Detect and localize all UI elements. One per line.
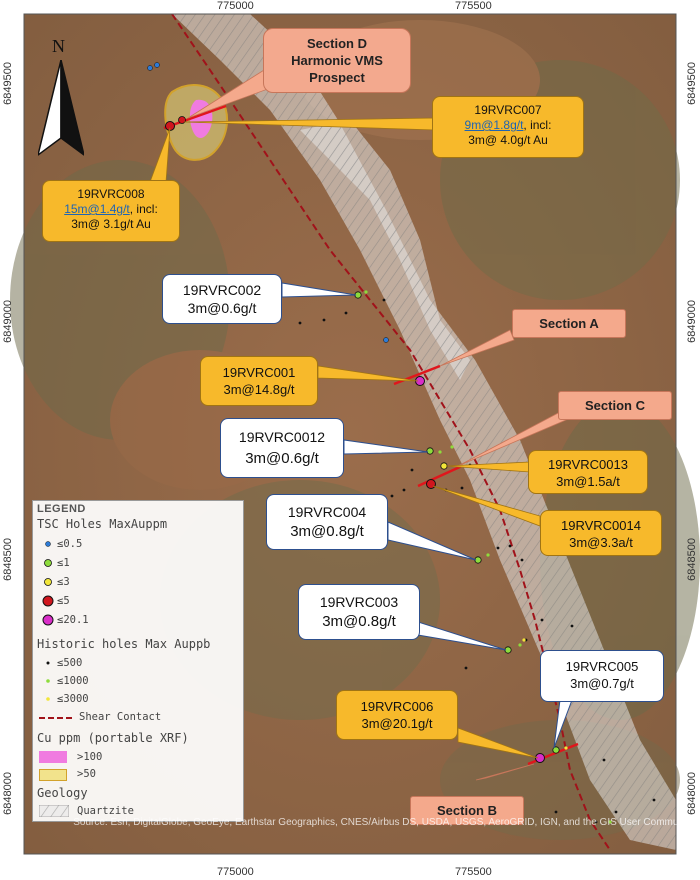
x-tick-top-775500: 775500 [455, 0, 492, 12]
callout-hole-id: 19RVRC001 [222, 365, 296, 380]
north-arrow: N [38, 36, 84, 160]
callout-19rvrc0013: 19RVRC0013 3m@1.5a/t [528, 450, 648, 494]
callout-19rvrc0012: 19RVRC0012 3m@0.6g/t [220, 418, 344, 478]
y-tick-right-6848000: 6848000 [686, 772, 698, 815]
legend-cu-heading: Cu ppm (portable XRF) [37, 731, 189, 745]
section-d-prospect-line2: Prospect [309, 70, 365, 85]
callout-result: 3m@20.1g/t [361, 716, 433, 731]
callout-hole-id: 19RVRC0014 [561, 518, 641, 533]
callout-result: 3m@0.6g/t [245, 450, 319, 467]
tsc-holes [147, 62, 560, 763]
callout-hole-id: 19RVRC007 [474, 103, 542, 117]
callout-result: 3m@0.7g/t [570, 676, 634, 691]
legend-cu-50-swatch [39, 769, 67, 781]
legend-shear-symbol [39, 717, 75, 719]
north-label: N [52, 36, 65, 56]
section-d-prospect-line1: Harmonic VMS [291, 53, 383, 68]
interval-link[interactable]: 15m@1.4g/t [64, 202, 130, 216]
section-c-label: Section C [558, 391, 672, 420]
shear-contact-line [171, 13, 611, 851]
section-c-line [417, 464, 463, 488]
quartzite-zone [300, 120, 470, 380]
legend-tsc-heading: TSC Holes MaxAuppm [37, 517, 168, 531]
y-tick-right-6849500: 6849500 [686, 62, 698, 105]
y-tick-left-6849000: 6849000 [2, 300, 14, 343]
callout-interval: 9m@1.8g/t, incl: [464, 118, 552, 132]
legend-historic-item: ≤1000 [57, 675, 89, 687]
legend-historic-symbols [46, 661, 50, 701]
callout-19rvrc005: 19RVRC005 3m@0.7g/t [540, 650, 664, 702]
y-tick-left-6848000: 6848000 [2, 772, 14, 815]
legend-title: LEGEND [37, 503, 86, 515]
callout-hole-id: 19RVRC0013 [548, 457, 628, 472]
legend-cu-100-swatch [39, 751, 67, 763]
legend-tsc-symbols [42, 541, 54, 626]
legend-cu-item: >50 [77, 768, 96, 780]
callout-result: 3m@ 4.0g/t Au [468, 133, 548, 147]
callout-19rvrc003: 19RVRC003 3m@0.8g/t [298, 584, 420, 640]
legend-historic-heading: Historic holes Max Auppb [37, 637, 211, 651]
x-tick-bottom-775000: 775000 [217, 866, 254, 878]
y-tick-left-6849500: 6849500 [2, 62, 14, 105]
legend-tsc-item: ≤1 [57, 557, 70, 569]
map-legend: LEGEND TSC Holes MaxAuppm ≤0.5 ≤1 ≤3 ≤5 … [32, 500, 244, 822]
callout-19rvrc007: 19RVRC007 9m@1.8g/t, incl: 3m@ 4.0g/t Au [432, 96, 584, 158]
legend-geology-item: Quartzite [77, 805, 134, 817]
callout-19rvrc002: 19RVRC002 3m@0.6g/t [162, 274, 282, 324]
y-tick-right-6849000: 6849000 [686, 300, 698, 343]
callout-hole-id: 19RVRC003 [319, 594, 399, 610]
section-b-label: Section B [410, 796, 524, 825]
legend-quartzite-swatch [39, 805, 69, 817]
y-tick-right-6848500: 6848500 [686, 538, 698, 581]
callout-hole-id: 19RVRC006 [360, 699, 434, 714]
callout-result: 3m@1.5a/t [556, 474, 620, 489]
north-arrow-icon [38, 60, 84, 156]
legend-tsc-item: ≤20.1 [57, 614, 89, 626]
section-d-title: Section D [307, 36, 367, 51]
callout-hole-id: 19RVRC004 [287, 504, 367, 520]
interval-link[interactable]: 9m@1.8g/t [464, 118, 524, 132]
callout-result: 3m@ 3.1g/t Au [71, 217, 151, 231]
callout-result: 3m@0.8g/t [290, 523, 364, 540]
callout-pointers [149, 59, 573, 781]
callout-result: 3m@0.6g/t [187, 300, 257, 316]
callout-19rvrc001: 19RVRC001 3m@14.8g/t [200, 356, 318, 406]
legend-historic-item: ≤3000 [57, 693, 89, 705]
section-a-label: Section A [512, 309, 626, 338]
callout-result: 3m@14.8g/t [223, 382, 295, 397]
x-tick-top-775000: 775000 [217, 0, 254, 12]
x-tick-bottom-775500: 775500 [455, 866, 492, 878]
legend-tsc-item: ≤3 [57, 576, 70, 588]
callout-19rvrc0014: 19RVRC0014 3m@3.3a/t [540, 510, 662, 556]
quartzite-zone [172, 14, 676, 850]
map-attribution: Source: Esri, DigitalGlobe, GeoEye, Eart… [73, 817, 694, 828]
section-a-line [393, 364, 441, 386]
y-tick-left-6848500: 6848500 [2, 538, 14, 581]
callout-result: 3m@3.3a/t [569, 535, 633, 550]
callout-19rvrc008: 19RVRC008 15m@1.4g/t, incl: 3m@ 3.1g/t A… [42, 180, 180, 242]
section-d-label: Section D Harmonic VMS Prospect [263, 28, 411, 93]
legend-shear-label: Shear Contact [79, 711, 162, 723]
callout-hole-id: 19RVRC0012 [238, 429, 326, 445]
callout-interval: 15m@1.4g/t, incl: [64, 202, 158, 216]
legend-tsc-item: ≤0.5 [57, 538, 83, 550]
historic-holes-mid [364, 290, 612, 824]
callout-result: 3m@0.8g/t [322, 613, 396, 630]
callout-hole-id: 19RVRC002 [182, 282, 262, 298]
legend-cu-item: >100 [77, 751, 103, 763]
legend-tsc-item: ≤5 [57, 595, 70, 607]
callout-hole-id: 19RVRC005 [565, 659, 639, 674]
legend-historic-item: ≤500 [57, 657, 83, 669]
callout-hole-id: 19RVRC008 [77, 187, 145, 201]
callout-19rvrc004: 19RVRC004 3m@0.8g/t [266, 494, 388, 550]
legend-geology-heading: Geology [37, 786, 88, 800]
callout-19rvrc006: 19RVRC006 3m@20.1g/t [336, 690, 458, 740]
